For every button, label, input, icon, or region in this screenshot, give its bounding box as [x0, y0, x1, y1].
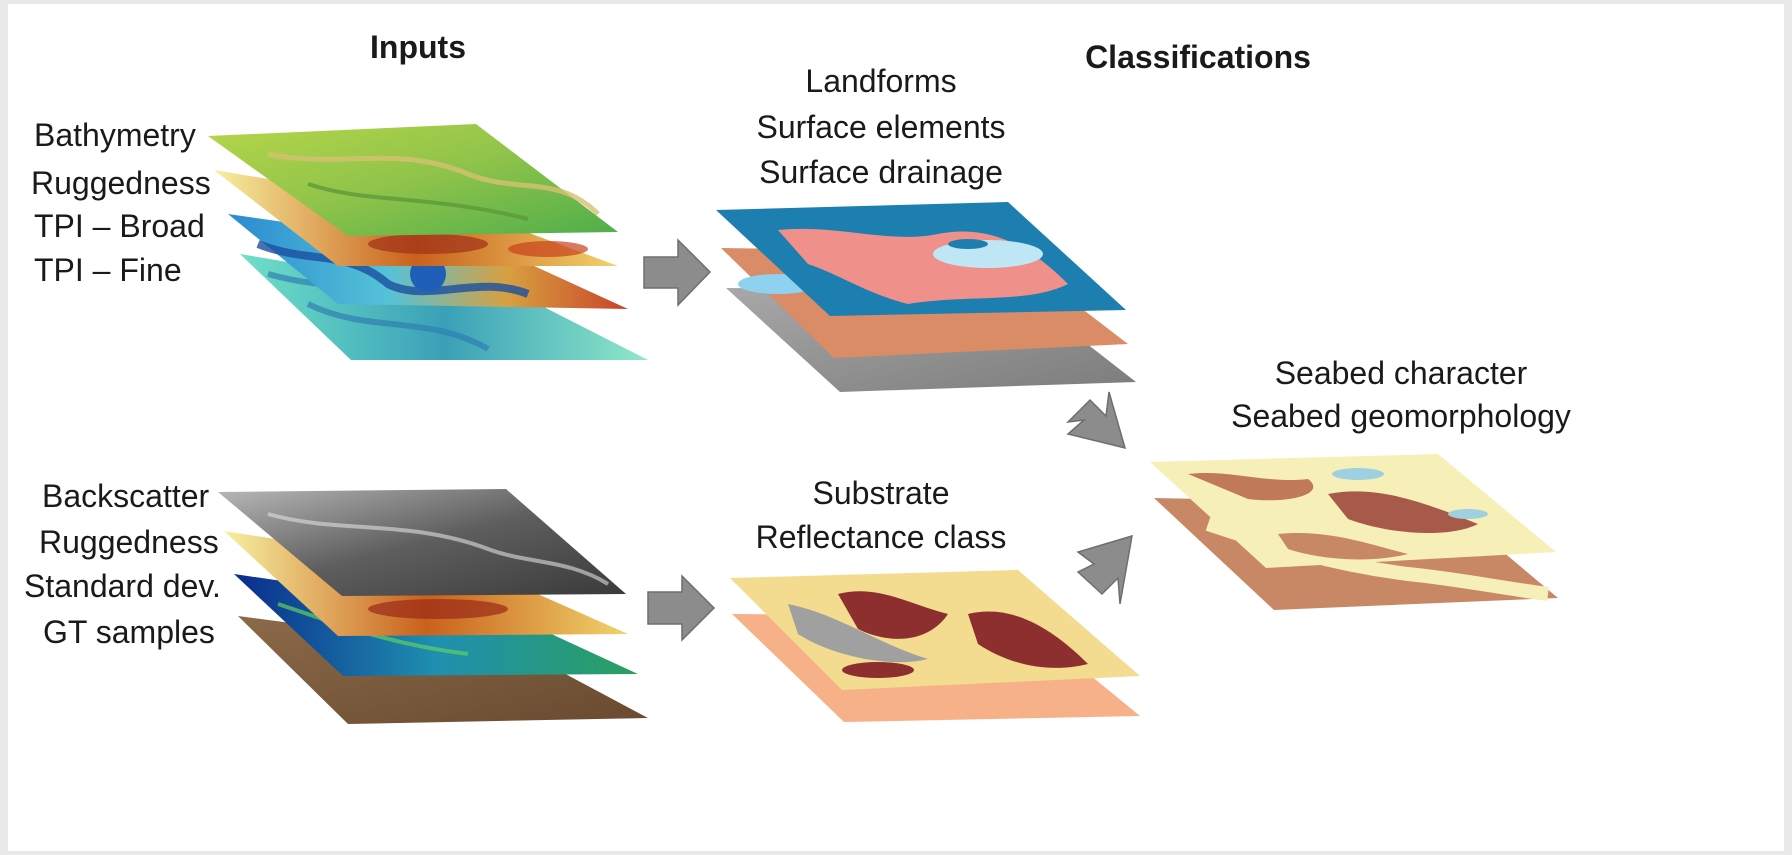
arrow-icon	[1065, 391, 1127, 450]
class-label: Seabed character	[1275, 355, 1528, 391]
input-layer-stack-backscatter	[218, 489, 648, 724]
input-label: Bathymetry	[34, 117, 196, 153]
classifications-header: Classifications	[1085, 39, 1311, 75]
input-label: Ruggedness	[39, 524, 219, 560]
layer-backscatter	[218, 489, 626, 596]
seabed-labels: Seabed character Seabed geomorphology	[1231, 355, 1571, 434]
class-label: Seabed geomorphology	[1231, 398, 1571, 434]
arrow-icon	[1076, 534, 1133, 605]
class-label: Surface elements	[756, 109, 1005, 145]
arrow-icon	[647, 574, 716, 642]
class-label: Landforms	[805, 63, 956, 99]
input-label: Backscatter	[42, 478, 210, 514]
input-labels-backscatter-group: Backscatter Ruggedness Standard dev. GT …	[24, 478, 221, 650]
input-label: Ruggedness	[31, 165, 211, 201]
class-label: Substrate	[813, 475, 950, 511]
class-label: Surface drainage	[759, 154, 1003, 190]
landforms-layer-stack	[716, 202, 1136, 392]
input-layer-stack-bathymetry	[208, 124, 648, 360]
input-label: TPI – Fine	[34, 252, 182, 288]
seabed-layer-stack	[1150, 454, 1558, 610]
substrate-layer-stack	[730, 570, 1140, 722]
workflow-diagram: Inputs Classifications Bathymetry Rugged…	[24, 29, 1571, 724]
figure-frame: Inputs Classifications Bathymetry Rugged…	[8, 4, 1784, 851]
arrow-icon	[643, 238, 712, 307]
input-label: GT samples	[43, 614, 215, 650]
landforms-labels: Landforms Surface elements Surface drain…	[756, 63, 1005, 190]
input-label: Standard dev.	[24, 568, 221, 604]
input-label: TPI – Broad	[34, 208, 205, 244]
inputs-header: Inputs	[370, 29, 466, 65]
class-label: Reflectance class	[756, 519, 1007, 555]
input-labels-bathymetry-group: Bathymetry Ruggedness TPI – Broad TPI – …	[31, 117, 211, 288]
layer-substrate	[730, 570, 1140, 690]
substrate-labels: Substrate Reflectance class	[756, 475, 1007, 555]
layer-bathymetry	[208, 124, 618, 236]
